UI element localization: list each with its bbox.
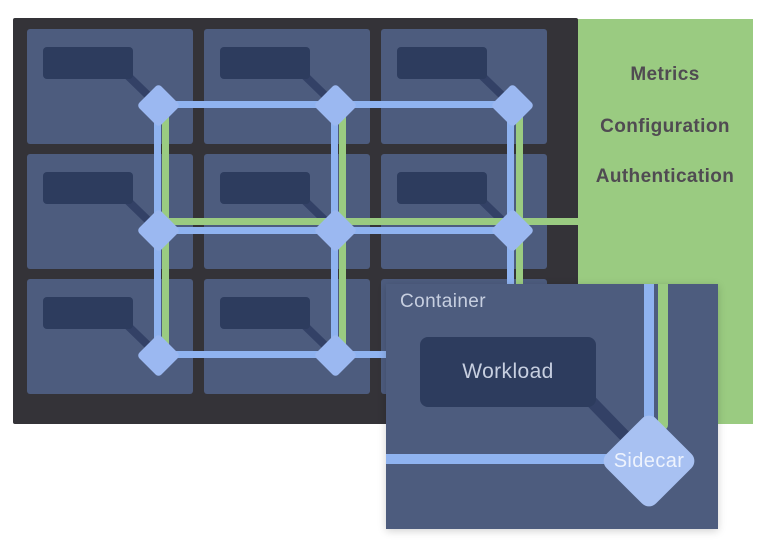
workload-label: Workload <box>462 360 554 383</box>
workload-box: Workload <box>420 337 596 407</box>
authentication-label: Authentication <box>595 166 735 187</box>
container-cell-r3-c2 <box>204 279 370 394</box>
blue-line-row3-horizontal <box>158 351 392 358</box>
workload-mini-box <box>397 172 487 204</box>
container-label: Container <box>400 291 486 312</box>
workload-mini-box <box>220 297 310 329</box>
configuration-label: Configuration <box>600 116 730 137</box>
workload-mini-box <box>397 47 487 79</box>
workload-mini-box <box>43 47 133 79</box>
workload-mini-box <box>43 172 133 204</box>
green-line-row2-horizontal <box>158 218 584 225</box>
workload-mini-box <box>220 47 310 79</box>
workload-mini-box <box>220 172 310 204</box>
workload-mini-box <box>43 297 133 329</box>
sidecar-label: Sidecar <box>613 450 685 472</box>
blue-line-col3-vertical <box>507 105 514 290</box>
detail-blue-line-horizontal <box>386 454 631 464</box>
metrics-label: Metrics <box>630 64 700 85</box>
container-detail-card: Container Workload Sidecar <box>386 284 718 529</box>
detail-blue-line-vertical <box>644 284 654 464</box>
detail-green-line-vertical <box>658 284 668 430</box>
green-line-col3-vertical <box>516 105 523 290</box>
